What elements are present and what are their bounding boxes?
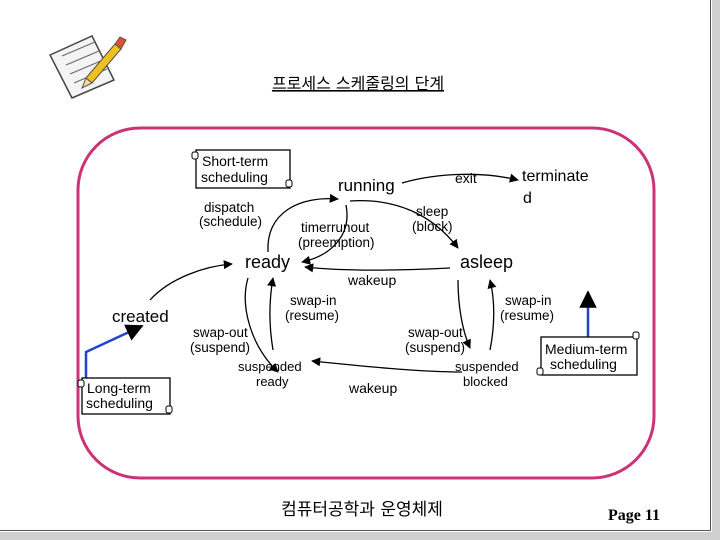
- callout-short-term-line1: Short-term: [202, 153, 268, 169]
- state-suspended-ready-sub: ready: [256, 374, 289, 389]
- state-suspended-blocked-sub: blocked: [463, 374, 508, 389]
- arrow-wakeup-top: [304, 263, 451, 273]
- state-asleep: asleep: [460, 252, 513, 272]
- state-created: created: [112, 307, 169, 326]
- label-swapin-right: swap-in: [505, 293, 552, 308]
- callout-medium-term: Medium-term scheduling: [536, 331, 640, 376]
- callout-medium-term-line2: scheduling: [550, 356, 617, 372]
- arrow-exit: [401, 173, 519, 184]
- state-suspended-ready: suspended: [238, 359, 302, 374]
- arrow-created-to-ready: [149, 260, 233, 301]
- label-swapin-left-sub: (resume): [285, 308, 339, 323]
- label-timerrunout-sub: (preemption): [298, 235, 375, 250]
- label-wakeup-bottom: wakeup: [348, 380, 397, 396]
- label-swapin-right-sub: (resume): [500, 308, 554, 323]
- state-terminated-suffix: d: [523, 190, 532, 207]
- scheduling-loop-outline: [76, 126, 656, 480]
- state-terminated: terminate: [522, 168, 589, 185]
- slide-title: 프로세스 스케줄링의 단계: [272, 74, 444, 93]
- arrow-swapout-left: [244, 277, 279, 373]
- label-exit: exit: [455, 170, 477, 186]
- state-running: running: [338, 176, 395, 195]
- state-suspended-blocked: suspended: [455, 359, 519, 374]
- page-number: Page 11: [608, 507, 660, 524]
- arrow-sleep: [349, 199, 459, 249]
- arrow-swapin-left: [267, 277, 277, 351]
- callout-medium-term-line1: Medium-term: [545, 341, 627, 357]
- label-wakeup-top: wakeup: [347, 272, 396, 288]
- state-ready: ready: [245, 252, 290, 272]
- arrow-dispatch: [267, 193, 339, 253]
- label-dispatch-sub: (schedule): [199, 214, 262, 229]
- callout-short-term: Short-term scheduling: [191, 149, 293, 189]
- label-swapout-right: swap-out: [408, 325, 463, 340]
- label-swapout-right-sub: (suspend): [405, 340, 465, 355]
- label-swapout-left: swap-out: [193, 325, 248, 340]
- callout-long-term: Long-term scheduling: [77, 377, 173, 415]
- arrow-timerrunout: [301, 204, 348, 265]
- label-sleep-sub: (block): [412, 219, 453, 234]
- label-dispatch: dispatch: [204, 200, 254, 215]
- arrow-wakeup-bottom: [311, 357, 463, 373]
- label-swapin-left: swap-in: [290, 293, 337, 308]
- notepad-pencil-icon: [48, 35, 127, 99]
- label-swapout-left-sub: (suspend): [190, 340, 250, 355]
- callout-long-term-line1: Long-term: [87, 380, 151, 396]
- arrow-swapout-right: [457, 279, 471, 349]
- callout-long-term-line2: scheduling: [86, 395, 153, 411]
- label-sleep: sleep: [416, 204, 448, 219]
- footer-course: 컴퓨터공학과 운영체제: [281, 500, 443, 520]
- callout-short-term-line2: scheduling: [201, 169, 268, 185]
- pointer-long-term: [84, 324, 144, 380]
- arrow-swapin-right: [487, 279, 497, 351]
- label-timerrunout: timerrunout: [301, 220, 370, 235]
